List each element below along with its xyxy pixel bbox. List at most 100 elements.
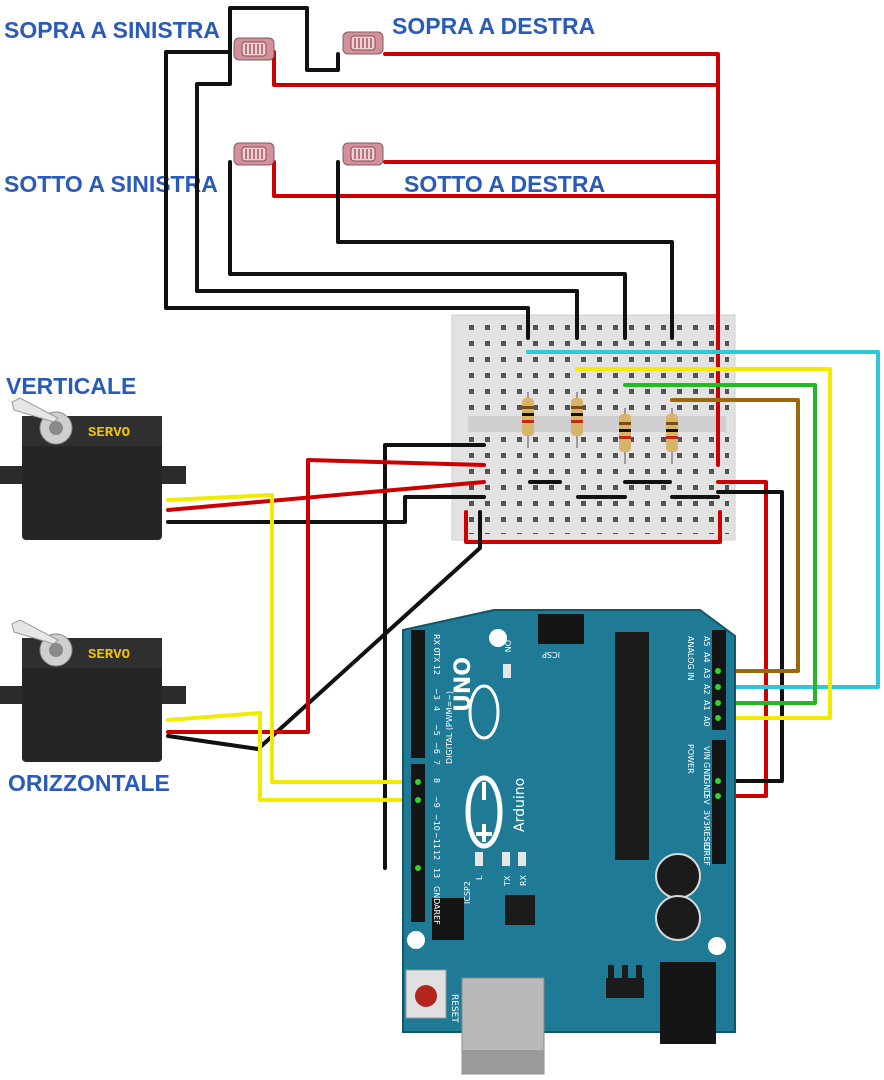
wire-cyan-a2 — [526, 350, 880, 689]
resistor-1 — [522, 392, 534, 448]
icsp2-label: ICSP2 — [463, 881, 472, 904]
label-servo-vertical: VERTICALE — [6, 373, 136, 399]
wire-black-ldr-tl — [228, 6, 340, 72]
analog-header-label: ANALOG IN — [686, 636, 695, 681]
photoresistor-bottom-left — [233, 142, 275, 166]
breadboard — [451, 314, 736, 541]
led-tx-label: TX — [503, 875, 512, 887]
power-pin-5: RESET — [702, 826, 711, 852]
digital-header-1 — [411, 630, 425, 758]
power-header-label: POWER — [686, 744, 695, 774]
digital-pin-12: 12 — [432, 850, 441, 860]
wire-red-bb-5v — [716, 480, 768, 798]
power-pin-1: GND — [702, 762, 711, 780]
led-rx-label: RX — [519, 874, 528, 886]
analog-header — [712, 630, 726, 730]
board-brand: Arduino — [512, 778, 528, 832]
wire-black-servo2-gnd — [166, 510, 482, 751]
icsp-header — [538, 614, 584, 644]
label-servo-horizontal: ORIZZONTALE — [8, 770, 170, 796]
power-pin-3: 5V — [702, 794, 711, 805]
servo-vertical: SERVO — [0, 397, 186, 540]
digital-pin-11: ~11 — [432, 832, 441, 849]
label-bottom-left: SOTTO A SINISTRA — [4, 171, 218, 197]
label-top-left: SOPRA A SINISTRA — [4, 17, 220, 43]
digital-pin-4: 4 — [432, 706, 441, 711]
resistor-3 — [619, 408, 631, 464]
digital-header-2 — [411, 764, 425, 922]
wire-black-ldr-bl — [228, 160, 627, 340]
wire-red-bb-rail — [464, 510, 722, 544]
wire-black-servo1-gnd — [166, 495, 486, 524]
board-model: UNO — [451, 657, 476, 712]
label-bottom-right: SOTTO A DESTRA — [404, 171, 605, 197]
wire-green-a1 — [623, 383, 817, 705]
wire-black-ldr-br — [336, 160, 674, 340]
digital-pin-5: ~5 — [432, 724, 441, 736]
digital-header-label: DIGITAL (PWM=~) — [445, 691, 454, 764]
digital-pin-14: GND — [432, 886, 441, 904]
analog-pin-2: A3 — [702, 668, 711, 679]
power-pin-4: 3V3 — [702, 810, 711, 826]
servo-horizontal: SERVO — [0, 619, 186, 762]
microcontroller-chip — [615, 632, 649, 860]
wires — [164, 6, 880, 870]
photoresistor-top-right — [342, 31, 384, 55]
wire-yellow-servo1 — [166, 493, 420, 784]
wire-black-ldr-tl-2 — [195, 50, 579, 340]
wire-red-servo1 — [166, 480, 486, 512]
digital-pin-13: 13 — [432, 868, 441, 878]
digital-pin-10: ~10 — [432, 814, 441, 831]
label-top-right: SOPRA A DESTRA — [392, 13, 595, 39]
analog-pin-1: A4 — [702, 652, 711, 663]
analog-pin-5: A0 — [702, 716, 711, 727]
digital-pin-1: TX 1 — [432, 651, 441, 670]
digital-pin-8: 8 — [432, 778, 441, 783]
wire-yellow-a0 — [575, 367, 832, 720]
power-pin-0: VIN — [702, 746, 711, 760]
reset-label: RESET — [449, 994, 459, 1023]
wire-red-ldr-tl — [272, 50, 720, 87]
wire-brown-a3 — [670, 398, 800, 673]
digital-pin-0: RX 0 — [432, 634, 441, 653]
resistors — [522, 392, 678, 464]
arduino-uno: RESET ICSP ICSP2 UNO Arduino ON DIGITAL … — [402, 609, 736, 1075]
analog-pin-0: A5 — [702, 636, 711, 647]
photoresistor-bottom-right — [342, 142, 384, 166]
capacitor-2 — [655, 895, 701, 941]
wire-black-gnd-arduino — [383, 443, 486, 870]
digital-pin-7: 7 — [432, 760, 441, 765]
connection-dots — [415, 668, 721, 871]
icsp-label: ICSP — [542, 650, 560, 659]
digital-pin-6: ~6 — [432, 742, 441, 754]
wire-yellow-servo2 — [166, 711, 420, 802]
servo-horizontal-brand: SERVO — [88, 647, 130, 663]
led-l-label: L — [475, 875, 484, 880]
analog-pin-4: A1 — [702, 700, 711, 711]
photoresistor-top-left — [233, 37, 275, 61]
analog-pin-3: A2 — [702, 684, 711, 695]
capacitor-1 — [655, 853, 701, 899]
power-header — [712, 740, 726, 864]
icsp2-header — [432, 898, 464, 940]
on-label: ON — [503, 640, 512, 652]
digital-pin-3: ~3 — [432, 688, 441, 700]
power-pin-2: GND — [702, 778, 711, 796]
servo-vertical-brand: SERVO — [88, 425, 130, 441]
digital-pin-2: 2 — [432, 670, 441, 675]
wire-red-servo2 — [166, 458, 486, 734]
wire-black-gnd-power — [716, 490, 784, 783]
digital-pin-15: AREF — [432, 904, 441, 925]
power-pin-6: IOREF — [702, 842, 711, 866]
resistor-4 — [666, 408, 678, 464]
digital-pin-9: ~9 — [432, 796, 441, 808]
wire-black-outer — [164, 50, 530, 340]
wire-red-ldr-tr — [383, 52, 720, 467]
resistor-2 — [571, 392, 583, 448]
wire-red-ldr-bl — [272, 160, 720, 198]
power-jack — [660, 962, 716, 1044]
